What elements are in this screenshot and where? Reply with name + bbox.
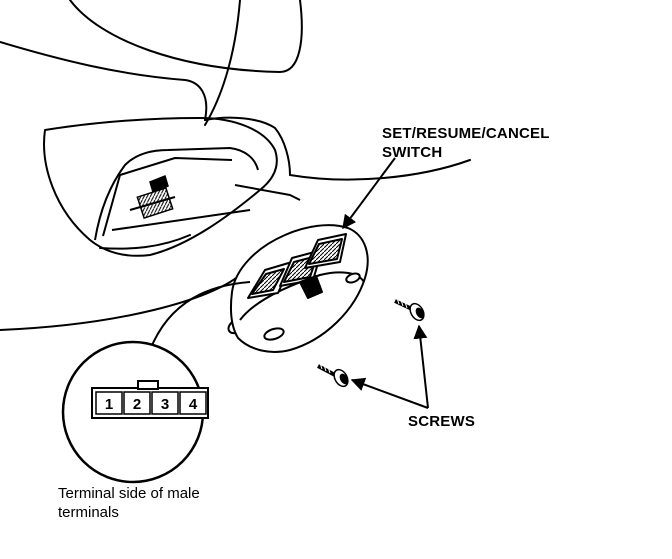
pin-2-label: 2 — [133, 396, 141, 413]
switch-assembly — [227, 224, 369, 353]
switch-callout-label-line2: SWITCH — [382, 144, 442, 161]
upper-screw — [394, 297, 425, 322]
steering-wheel-outline — [0, 0, 471, 331]
switch-connector — [129, 174, 176, 220]
spoke-recess — [43, 117, 301, 257]
screws-callout-label: SCREWS — [408, 413, 475, 430]
lower-screw — [317, 362, 349, 388]
pin-4-label: 4 — [189, 396, 198, 413]
inset-leader-line — [149, 281, 251, 351]
pin-1-label: 1 — [105, 396, 113, 413]
pin-3-label: 3 — [161, 396, 169, 413]
connector-pins: 1 2 3 4 — [95, 391, 207, 415]
connector-inset: 1 2 3 4 — [61, 340, 209, 484]
screws-arrow-lower — [350, 377, 429, 409]
switch-callout-arrow — [342, 157, 396, 230]
screws-arrow-upper — [413, 324, 429, 409]
switch-callout-label: SET/RESUME/CANCEL — [382, 125, 550, 142]
inset-caption-line2: terminals — [58, 504, 119, 521]
inset-caption-line1: Terminal side of male — [58, 485, 200, 502]
